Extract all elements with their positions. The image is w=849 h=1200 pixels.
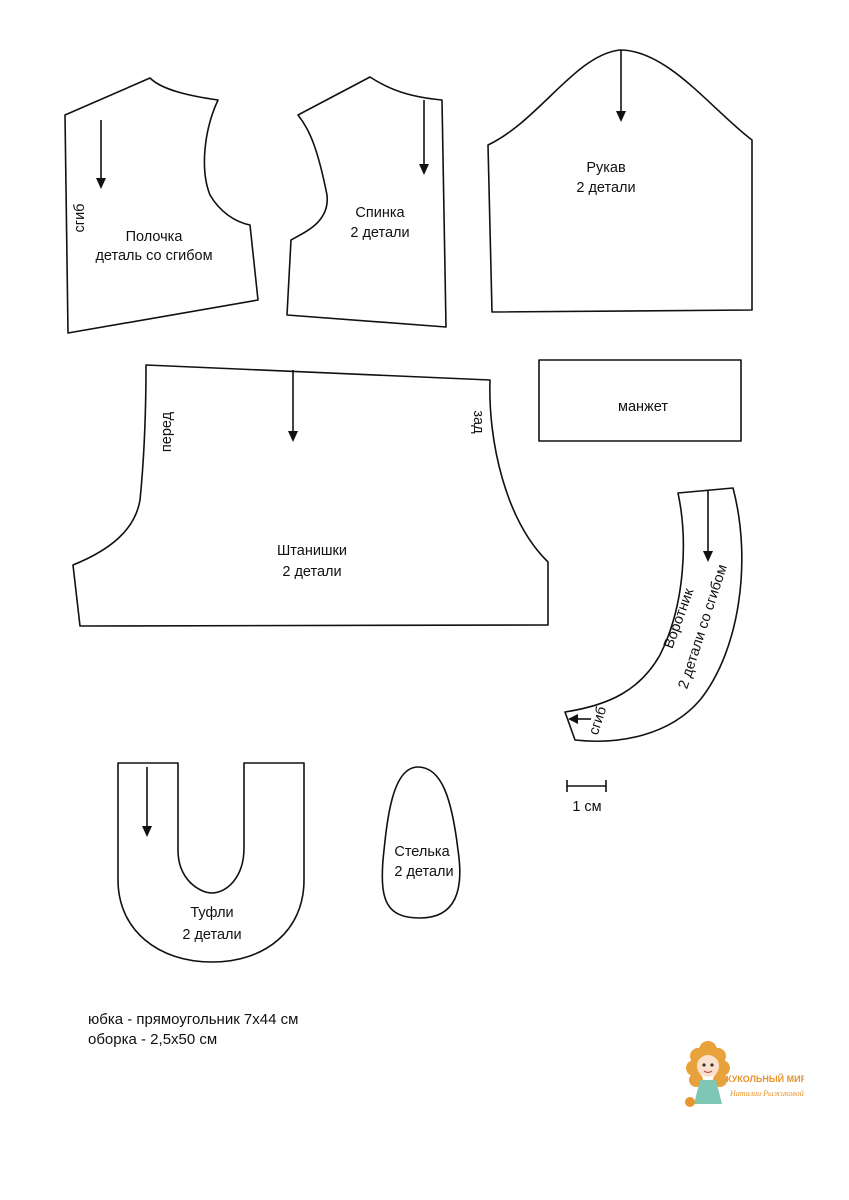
pants-piece-count: 2 детали xyxy=(282,564,341,580)
sleeve-outline xyxy=(487,49,753,313)
sleeve-grain-arrow-head xyxy=(616,111,626,122)
collar-piece: сгиб Воротник 2 детали со сгибом xyxy=(564,487,743,743)
collar-fold-arrow-head xyxy=(568,714,578,724)
shoes-piece-name: Туфли xyxy=(190,905,233,921)
back-bodice-piece: Спинка 2 детали xyxy=(286,76,447,328)
scale-bar-label: 1 см xyxy=(572,799,601,815)
pants-piece-name: Штанишки xyxy=(277,543,347,559)
cuff-piece: манжет xyxy=(538,359,742,442)
pants-piece: перед зад Штанишки 2 детали xyxy=(72,364,549,627)
pants-grain-arrow-head xyxy=(288,431,298,442)
collar-outline xyxy=(564,487,743,743)
cuff-piece-name: манжет xyxy=(618,399,668,415)
front-piece-name: Полочка xyxy=(126,229,184,245)
back-piece-name: Спинка xyxy=(355,205,405,221)
front-piece-count: деталь со сгибом xyxy=(95,248,212,264)
front-grain-arrow-head xyxy=(96,178,106,189)
brand-logo: КУКОЛЬНЫЙ МИР Наталии Рыжиковой xyxy=(685,1041,804,1107)
shoes-piece-count: 2 детали xyxy=(182,927,241,943)
shoes-outline xyxy=(117,762,305,963)
collar-grain-arrow-head xyxy=(703,551,713,562)
back-piece-count: 2 детали xyxy=(350,225,409,241)
front-fold-label: сгиб xyxy=(72,204,88,233)
front-bodice-outline xyxy=(64,77,259,334)
logo-line2: Наталии Рыжиковой xyxy=(729,1089,804,1098)
shoes-grain-arrow-head xyxy=(142,826,152,837)
curly-girl-doll-icon xyxy=(685,1041,730,1107)
scale-bar: 1 см xyxy=(566,780,607,815)
back-grain-arrow-head xyxy=(419,164,429,175)
back-bodice-outline xyxy=(286,76,447,328)
frill-note: оборка - 2,5х50 см xyxy=(88,1031,218,1048)
logo-line1: КУКОЛЬНЫЙ МИР xyxy=(726,1073,804,1084)
insole-piece-name: Стелька xyxy=(394,844,450,860)
cuff-outline xyxy=(538,359,742,442)
insole-outline xyxy=(381,766,461,919)
pants-front-side-label: перед xyxy=(159,411,175,452)
sleeve-piece-name: Рукав xyxy=(586,160,626,176)
pants-outline xyxy=(72,364,549,627)
insole-piece: Стелька 2 детали xyxy=(381,766,461,919)
sleeve-piece: Рукав 2 детали xyxy=(487,49,753,313)
pants-back-side-label: зад xyxy=(470,410,486,434)
front-bodice-piece: сгиб Полочка деталь со сгибом xyxy=(64,77,259,334)
skirt-note: юбка - прямоугольник 7х44 см xyxy=(88,1011,299,1028)
insole-piece-count: 2 детали xyxy=(394,864,453,880)
sleeve-piece-count: 2 детали xyxy=(576,180,635,196)
shoes-piece: Туфли 2 детали xyxy=(117,762,305,963)
